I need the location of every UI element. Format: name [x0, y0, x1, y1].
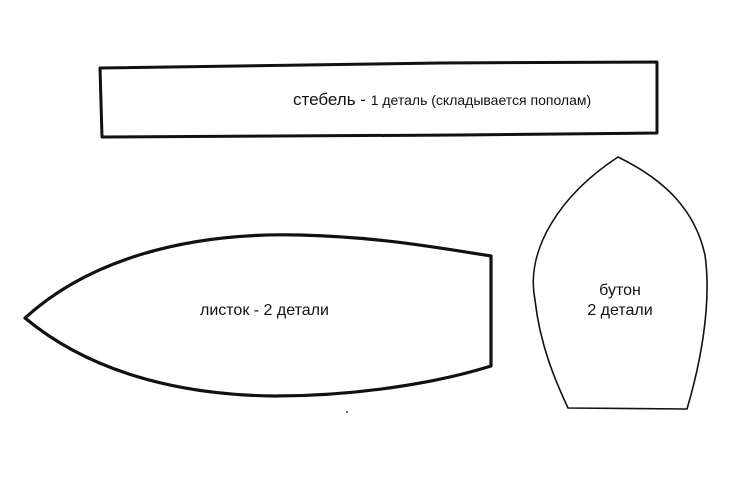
- stray-dot: [346, 411, 348, 413]
- bud-piece-outline: [532, 156, 708, 410]
- leaf-piece-outline: [23, 233, 493, 398]
- bud-label-line2: 2 детали: [587, 302, 653, 319]
- bud-label: бутон 2 детали: [572, 281, 668, 321]
- bud-label-line1: бутон: [599, 282, 641, 299]
- stem-label-detail: 1 деталь (складывается пополам): [370, 92, 592, 108]
- stem-label: стебель - 1 деталь (складывается пополам…: [293, 91, 591, 109]
- leaf-label: листок - 2 детали: [200, 302, 329, 319]
- stem-label-name: стебель: [293, 90, 356, 109]
- stem-label-separator: -: [355, 90, 371, 109]
- stem-piece-outline: [98, 60, 659, 139]
